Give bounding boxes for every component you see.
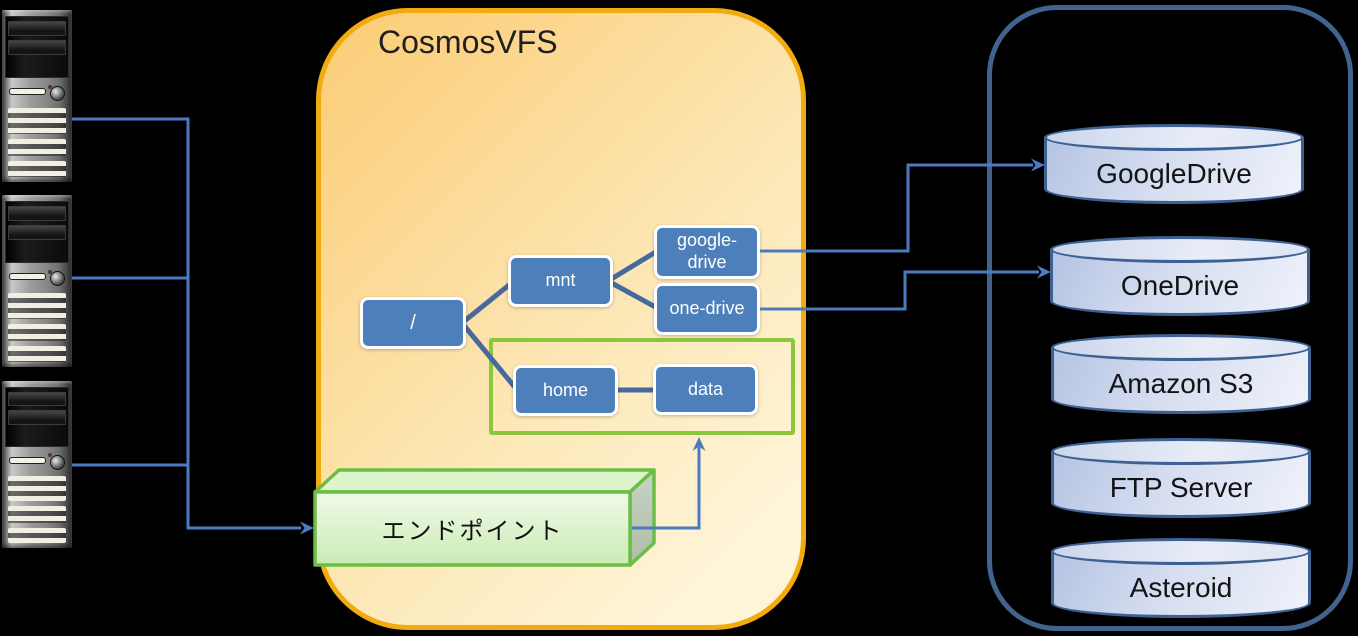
floppy-slot bbox=[8, 457, 47, 465]
optical-drive-bay bbox=[8, 391, 66, 407]
provider-label: FTP Server bbox=[1109, 472, 1253, 503]
provider-cylinder-googledrive: GoogleDrive bbox=[1044, 124, 1304, 204]
optical-drive-bay bbox=[8, 20, 66, 36]
power-led bbox=[47, 453, 52, 458]
arrowhead-into-endpoint bbox=[300, 521, 314, 535]
provider-label: GoogleDrive bbox=[1096, 158, 1252, 189]
providers-panel bbox=[987, 5, 1353, 631]
vent-grill bbox=[7, 346, 66, 362]
provider-label: Amazon S3 bbox=[1108, 368, 1254, 399]
vent-grill bbox=[7, 506, 66, 523]
provider-label: Asteroid bbox=[1129, 572, 1233, 603]
cube-top-face bbox=[313, 468, 656, 494]
optical-drive-bay bbox=[8, 410, 66, 425]
arrow-servers-to-endpoint bbox=[72, 117, 301, 530]
optical-drive-bay bbox=[8, 224, 66, 240]
provider-cylinder-onedrive: OneDrive bbox=[1050, 236, 1310, 316]
tree-node-home: home bbox=[513, 365, 618, 416]
tree-node-google-drive: google-drive bbox=[654, 225, 760, 279]
cylinder-top bbox=[1051, 438, 1311, 465]
endpoint-box: エンドポイント bbox=[313, 468, 657, 568]
endpoint-label: エンドポイント bbox=[381, 518, 564, 545]
server-tower-icon bbox=[2, 10, 72, 182]
provider-cylinder-asteroid: Asteroid bbox=[1051, 538, 1311, 618]
drive-bay-section bbox=[4, 16, 70, 78]
vent-grill bbox=[7, 139, 66, 157]
provider-label: OneDrive bbox=[1120, 270, 1240, 301]
tree-node-data: data bbox=[653, 364, 758, 415]
server-tower-icon bbox=[2, 381, 72, 548]
optical-drive-bay bbox=[8, 205, 66, 221]
drive-bay-section bbox=[4, 386, 70, 447]
tree-node-one-drive: one-drive bbox=[654, 283, 760, 335]
vent-grill bbox=[7, 476, 66, 502]
power-button-icon bbox=[50, 454, 66, 470]
server-tower-icon bbox=[2, 195, 72, 367]
cylinder-top bbox=[1050, 236, 1310, 263]
cylinder-top bbox=[1051, 334, 1311, 361]
cylinder-top bbox=[1044, 124, 1304, 151]
tree-node-root: / bbox=[360, 297, 466, 349]
floppy-slot bbox=[8, 88, 47, 96]
cylinder-top bbox=[1051, 538, 1311, 565]
cube-front-face bbox=[313, 490, 632, 567]
power-led bbox=[47, 84, 52, 89]
provider-cylinder-amazon-s3: Amazon S3 bbox=[1051, 334, 1311, 414]
vent-grill bbox=[7, 324, 66, 342]
tree-node-mnt: mnt bbox=[508, 255, 613, 307]
vent-grill bbox=[7, 161, 66, 177]
front-panel bbox=[6, 268, 68, 287]
power-button-icon bbox=[50, 85, 66, 101]
vent-grill bbox=[7, 527, 66, 543]
vent-grill bbox=[7, 108, 66, 134]
drive-bay-section bbox=[4, 201, 70, 263]
optical-drive-bay bbox=[8, 39, 66, 55]
power-button-icon bbox=[50, 270, 66, 286]
provider-cylinder-ftp-server: FTP Server bbox=[1051, 438, 1311, 518]
vfs-title: CosmosVFS bbox=[378, 24, 558, 60]
power-led bbox=[47, 269, 52, 274]
vent-grill bbox=[7, 293, 66, 319]
front-panel bbox=[6, 83, 68, 102]
floppy-slot bbox=[8, 273, 47, 281]
front-panel bbox=[6, 452, 68, 470]
